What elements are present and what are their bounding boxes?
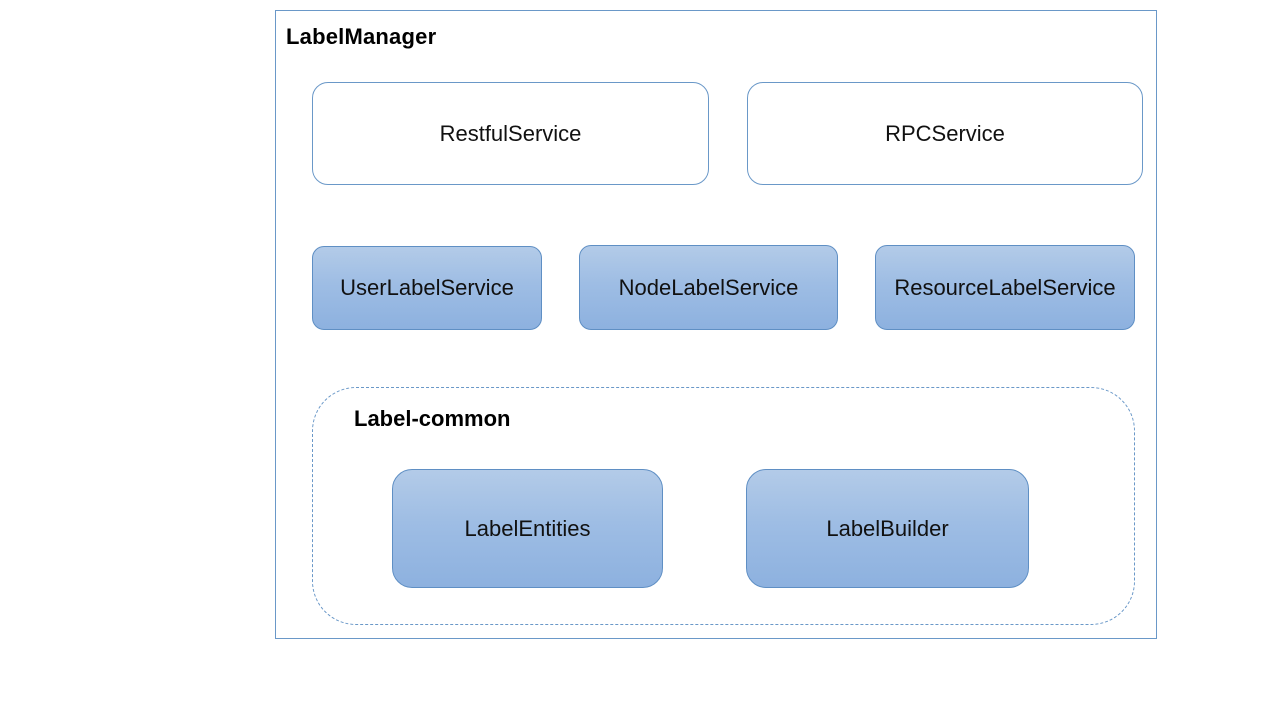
rpc-service-box: RPCService bbox=[747, 82, 1143, 185]
label-builder-box: LabelBuilder bbox=[746, 469, 1029, 588]
resource-label-service-box: ResourceLabelService bbox=[875, 245, 1135, 330]
restful-service-box: RestfulService bbox=[312, 82, 709, 185]
label-manager-title: LabelManager bbox=[286, 24, 437, 49]
label-entities-box: LabelEntities bbox=[392, 469, 663, 588]
label-common-group bbox=[312, 387, 1135, 625]
user-label-service-box: UserLabelService bbox=[312, 246, 542, 330]
label-common-title: Label-common bbox=[354, 406, 511, 431]
node-label-service-box: NodeLabelService bbox=[579, 245, 838, 330]
